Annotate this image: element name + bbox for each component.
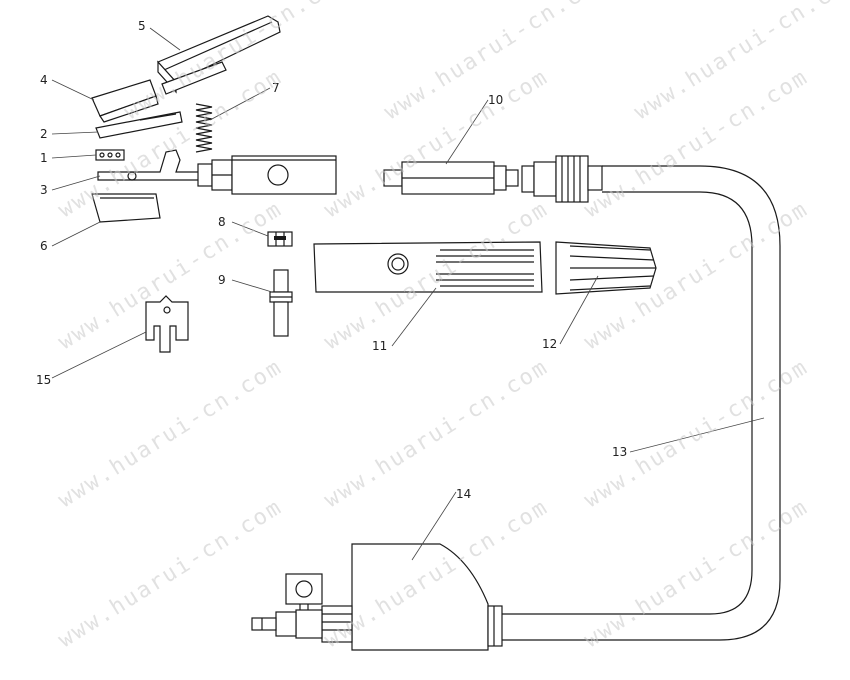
part-4-trigger-block: [91, 79, 159, 123]
label-5: 5: [138, 19, 146, 33]
part-13-hose: [488, 165, 781, 641]
label-4: 4: [40, 73, 48, 87]
watermark-text: www.huarui-cn.com: [580, 495, 813, 654]
part-12-grip: [555, 241, 657, 295]
watermark-text: www.huarui-cn.com: [54, 355, 287, 514]
label-2: 2: [40, 127, 48, 141]
part-10-connector: [383, 161, 519, 195]
part-3-switch-bracket: [97, 149, 233, 191]
label-9: 9: [218, 273, 226, 287]
label-8: 8: [218, 215, 226, 229]
part-11-handle: [313, 241, 543, 293]
label-13: 13: [612, 445, 627, 459]
part-14-back-housing: [251, 543, 503, 651]
switch-housing: [231, 155, 337, 195]
label-11: 11: [372, 339, 387, 353]
part-8-nut: [267, 231, 293, 247]
label-7: 7: [272, 81, 280, 95]
label-10: 10: [488, 93, 503, 107]
label-15: 15: [36, 373, 51, 387]
part-7-spring: [195, 103, 213, 153]
label-14: 14: [456, 487, 471, 501]
part-15-clip: [145, 295, 189, 353]
part-9-connector-pin: [269, 269, 293, 337]
label-3: 3: [40, 183, 48, 197]
part-number-labels: 1 2 3 4 5 6 7 8 9 10 11 12 13 14 15: [36, 19, 627, 501]
leader-lines: [51, 27, 765, 561]
part-1-contact: [95, 149, 125, 161]
label-1: 1: [40, 151, 48, 165]
part-6-grip-pad: [91, 193, 161, 223]
watermark-text: www.huarui-cn.com: [580, 355, 813, 514]
watermark-text: www.huarui-cn.com: [320, 355, 553, 514]
label-6: 6: [40, 239, 48, 253]
label-12: 12: [542, 337, 557, 351]
cable-fitting: [521, 155, 603, 203]
part-2-lever: [95, 111, 183, 139]
part-5-trigger-cover: [156, 15, 281, 95]
